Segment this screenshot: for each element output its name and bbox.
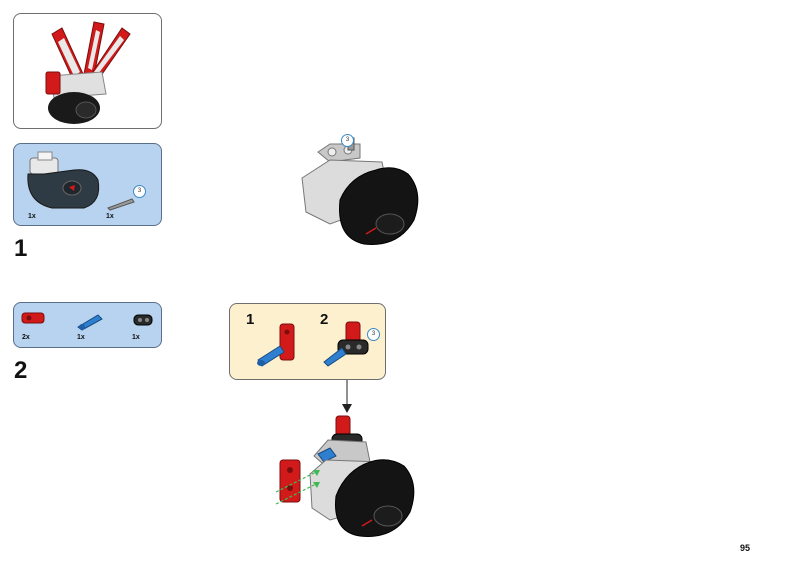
step2-parts-box: 2x 1x 1x bbox=[13, 302, 162, 348]
step2-number: 2 bbox=[14, 357, 28, 384]
step1-number: 1 bbox=[14, 235, 28, 262]
step1-part2-length-badge: 3 bbox=[133, 185, 146, 198]
down-arrow-icon bbox=[342, 380, 352, 413]
substep1-number: 1 bbox=[246, 311, 255, 328]
step1-part2-qty: 1x bbox=[106, 213, 114, 220]
substep2-number: 2 bbox=[320, 311, 329, 328]
black-connector-part-icon bbox=[133, 314, 153, 326]
step2-part1-qty: 2x bbox=[22, 334, 30, 341]
axle-part-icon bbox=[107, 198, 135, 211]
step1-axle-length-callout: 3 bbox=[341, 134, 354, 147]
substep2-illustration bbox=[323, 321, 369, 367]
page-number: 95 bbox=[740, 543, 751, 553]
blue-pin-part-icon bbox=[77, 314, 103, 331]
step2-subassembly-box: 1 2 3 bbox=[229, 303, 386, 380]
red-connector-part-icon bbox=[21, 312, 45, 324]
step1-parts-box: 1x 3 1x bbox=[13, 143, 162, 226]
step2-part3-qty: 1x bbox=[132, 334, 140, 341]
step2-part2-qty: 1x bbox=[77, 334, 85, 341]
substep2-length-badge: 3 bbox=[367, 328, 380, 341]
model-preview-icon bbox=[45, 21, 131, 124]
motor-part-icon bbox=[27, 151, 100, 209]
step1-assembly bbox=[301, 137, 419, 245]
insertion-arrows bbox=[275, 469, 321, 505]
claw-red-beam bbox=[45, 71, 61, 95]
step1-part1-qty: 1x bbox=[28, 213, 36, 220]
model-preview-box bbox=[13, 13, 162, 129]
substep1-illustration bbox=[257, 323, 295, 367]
step2-assembly bbox=[275, 415, 415, 537]
